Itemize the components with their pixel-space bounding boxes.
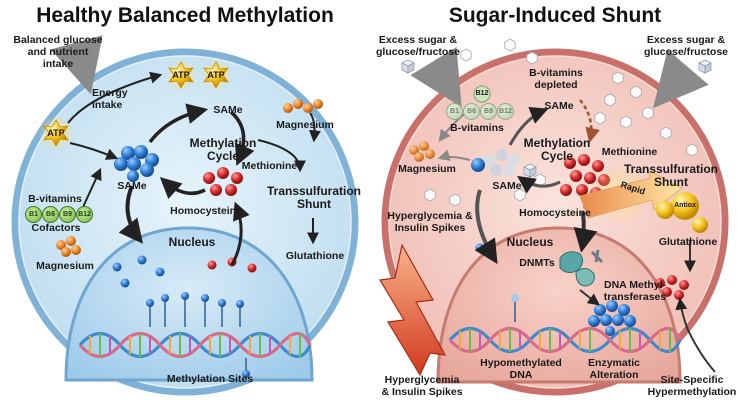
vitamin-b1-icon: B1 <box>25 206 42 223</box>
healthy-homocysteine-cluster <box>203 167 243 196</box>
b12-vitamin-icon <box>473 85 491 103</box>
healthy-magnesium-top <box>283 99 323 113</box>
dnmt-enzyme-icon <box>559 249 604 287</box>
shunt-dna-helix <box>448 326 682 354</box>
b-vitamins-label: B-vitamins <box>28 193 82 205</box>
transsulfuration-label: Transsulfuration Shunt <box>266 184 361 211</box>
shunt-magnesium <box>409 141 435 162</box>
atp-label-1: ATP <box>47 128 65 138</box>
methionine-label: Methionine <box>241 160 298 172</box>
hyperglycemia-bottom-label: Hyperglycemia & Insulin Spikes <box>381 374 463 398</box>
healthy-methyl-groups <box>146 292 250 378</box>
shunt-panel-title: Sugar-Induced Shunt <box>448 4 662 27</box>
enzymatic-alteration-label: Enzymatic Alteration <box>588 357 640 381</box>
faded-vitamin-b1-icon: B1 <box>446 103 463 120</box>
excess-sugar-right-label: Excess sugar & glucose/fructose <box>643 34 729 58</box>
transsulfuration-shunt-arrow <box>579 165 708 233</box>
healthy-cell <box>11 48 359 396</box>
hyperglycemia-mid-label: Hyperglycemia & Insulin Spikes <box>387 210 473 234</box>
atp-label-2: ATP <box>172 70 190 80</box>
energy-intake-label: Energy intake <box>92 87 128 111</box>
shunt-cell <box>381 48 729 396</box>
shunt-same-top-label: SAMe <box>544 100 574 112</box>
vitamin-b6-icon: B6 <box>42 206 59 223</box>
shunt-glutathione-label: Glutathione <box>658 236 718 248</box>
faded-vitamin-b9-icon: B9 <box>480 103 497 120</box>
dnmts-label: DNMTs <box>519 257 555 269</box>
shunt-methylation-cycle-label: Methylation Cycle <box>523 136 591 163</box>
same-top-label: SAMe <box>213 104 243 116</box>
dna-methyltransferases-label: DNA Methyl- transferases <box>603 279 667 303</box>
vitamin-b9-icon: B9 <box>59 206 76 223</box>
healthy-magnesium-bottom <box>56 236 81 257</box>
vitamin-b12-icon: B12 <box>76 206 93 223</box>
shunt-nucleus-label: Nucleus <box>506 235 554 249</box>
healthy-panel-title: Healthy Balanced Methylation <box>36 4 334 27</box>
healthy-dna-helix <box>78 331 312 359</box>
atp-label-3: ATP <box>207 70 225 80</box>
shunt-magnesium-label: Magnesium <box>398 163 456 175</box>
site-specific-label: Site-Specific Hypermethylation <box>647 374 737 398</box>
healthy-same-cluster <box>114 145 159 182</box>
healthy-atp-molecules <box>38 59 232 151</box>
methylation-sites-label: Methylation Sites <box>166 373 254 385</box>
nucleus-label: Nucleus <box>168 235 216 249</box>
enzymatic-alteration-cluster <box>588 300 636 336</box>
faded-vitamin-b6-icon: B6 <box>463 103 480 120</box>
shunt-same-bottom-label: SAMe <box>492 180 522 192</box>
balanced-intake-label: Balanced glucose and nutrient intake <box>13 34 103 70</box>
healthy-pathway-arrows <box>50 35 321 266</box>
b-vitamins-depleted-label: B-vitamins depleted <box>529 67 583 91</box>
shunt-methionine-label: Methionine <box>601 146 658 158</box>
methylation-cycle-label: Methylation Cycle <box>189 136 257 163</box>
cofactors-label: Cofactors <box>31 222 81 234</box>
shunt-pathway-arrows <box>410 47 716 373</box>
shunt-transsulfuration-label: Transsulfuration Shunt <box>623 162 718 189</box>
b12-label: B12 <box>475 90 489 97</box>
shunt-b-vitamins-label: B-vitamins <box>450 122 504 134</box>
hypomethylated-dna-label: Hypomethylated DNA <box>480 357 562 381</box>
glutathione-label: Glutathione <box>285 250 345 262</box>
homocysteine-label: Homocysteine <box>170 205 242 217</box>
same-bottom-label: SAMe <box>117 180 147 192</box>
faded-vitamin-b12-icon: B12 <box>497 103 514 120</box>
hyperglycemia-lightning-icon <box>379 243 447 377</box>
shunt-homocysteine-label: Homocysteine <box>519 207 591 219</box>
magnesium-top-label: Magnesium <box>276 119 334 131</box>
shunt-same-cluster <box>471 149 520 176</box>
magnesium-bottom-label: Magnesium <box>36 260 94 272</box>
excess-sugar-left-label: Excess sugar & glucose/fructose <box>375 34 461 58</box>
antiox-label: Antiox <box>674 202 696 209</box>
shunt-red-residue <box>655 275 689 300</box>
